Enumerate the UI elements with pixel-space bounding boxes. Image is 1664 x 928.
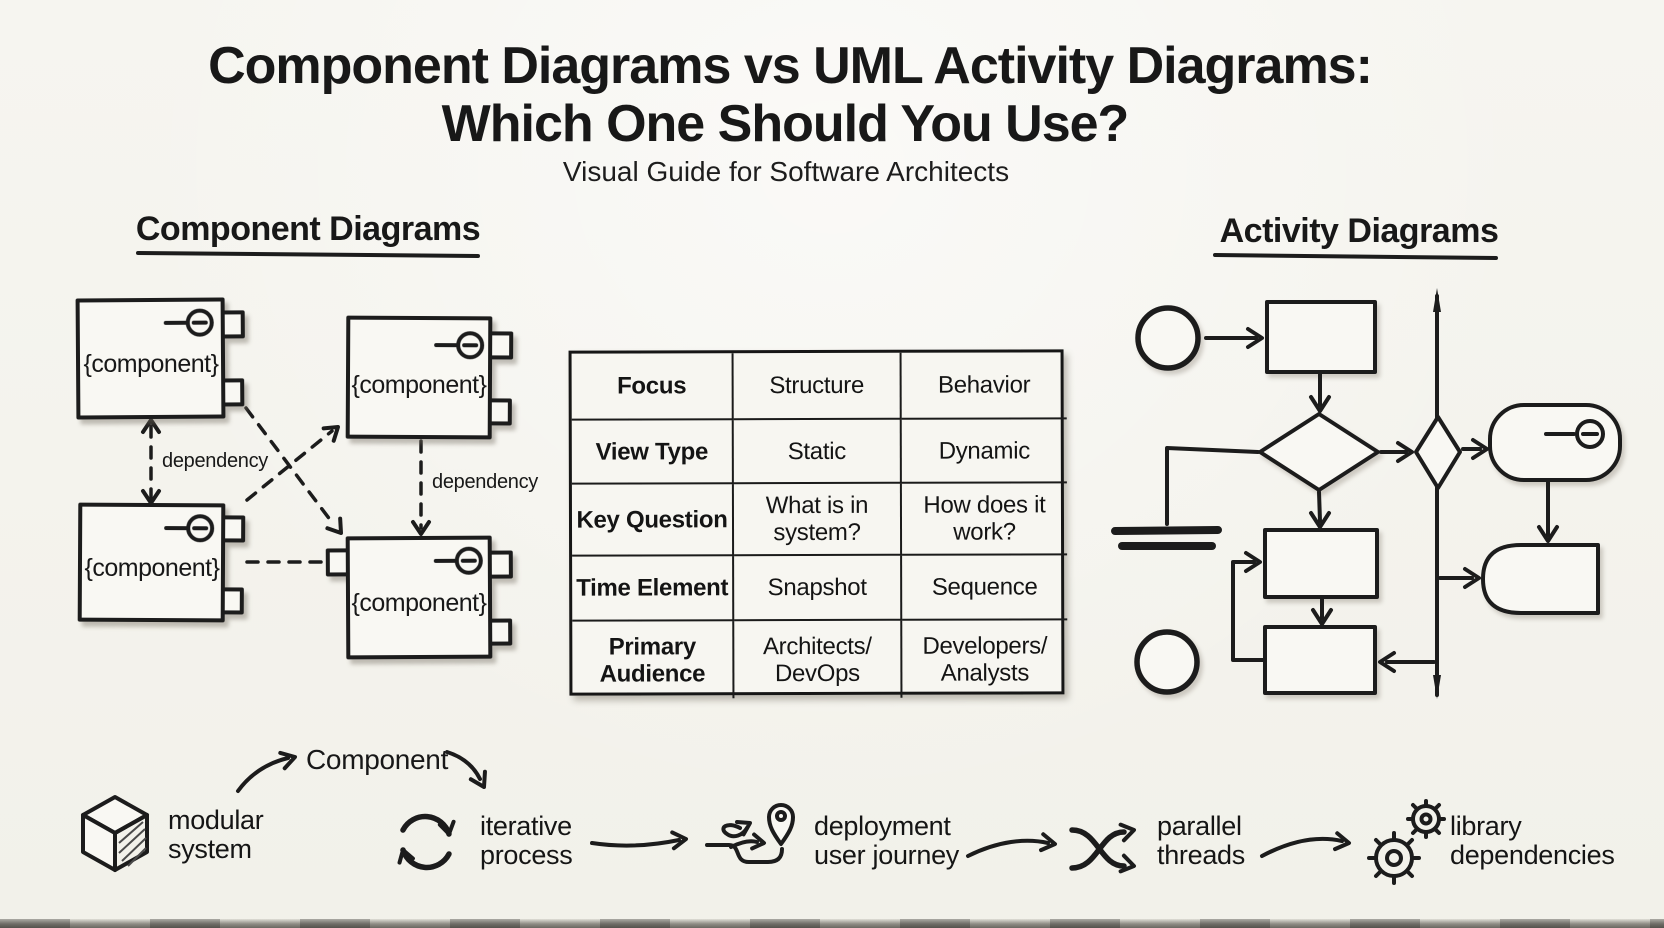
flow-arrow bbox=[1309, 490, 1331, 529]
table-row-label: Primary Audience bbox=[572, 621, 735, 699]
port-tab bbox=[325, 548, 350, 577]
action-node-1 bbox=[1265, 300, 1377, 374]
page-title-line1: Component Diagrams vs UML Activity Diagr… bbox=[208, 37, 1373, 95]
legend-label-modular-system: modular system bbox=[168, 805, 264, 864]
activity-diagram bbox=[1111, 288, 1622, 699]
end-node-icon bbox=[1134, 629, 1200, 695]
map-pin-icon bbox=[767, 803, 795, 846]
journey-icon bbox=[705, 803, 795, 864]
provided-interface-icon bbox=[163, 308, 214, 337]
action-node-2 bbox=[1263, 528, 1379, 599]
action-node-3 bbox=[1263, 625, 1377, 695]
swimlane-fork-line bbox=[1433, 288, 1441, 699]
table-cell: What is in system? bbox=[733, 483, 903, 557]
flow-arrow bbox=[1378, 651, 1436, 673]
page-title-line2: Which One Should You Use? bbox=[441, 95, 1130, 153]
left-section-heading: Component Diagrams bbox=[135, 210, 481, 248]
dependency-label: dependency bbox=[162, 450, 268, 472]
dependency-arrow-vertical-left bbox=[141, 418, 161, 505]
component-box-2 bbox=[345, 315, 514, 440]
rounded-action-node bbox=[1488, 403, 1622, 482]
port-tab bbox=[488, 618, 513, 646]
flow-arrow bbox=[1537, 480, 1559, 543]
table-cell: How does it work? bbox=[901, 483, 1068, 556]
port-tab bbox=[487, 398, 512, 426]
curved-arrow-down bbox=[445, 750, 487, 789]
shuffle-icon bbox=[1069, 822, 1136, 874]
comparison-table: Focus Structure Behavior View Type Stati… bbox=[568, 349, 1068, 699]
port-tab bbox=[488, 331, 514, 360]
flow-arrow bbox=[1379, 441, 1414, 463]
provided-interface-icon bbox=[434, 331, 485, 360]
legend-label-deployment-user-journey: deployment user journey bbox=[814, 811, 959, 870]
component-box-label: {component} bbox=[83, 350, 219, 378]
flow-arrow bbox=[1311, 597, 1333, 626]
provided-interface-icon bbox=[1544, 419, 1605, 449]
flow-arrow bbox=[1309, 372, 1331, 413]
component-box-label: {component} bbox=[351, 589, 487, 617]
paper-bottom-edge bbox=[0, 919, 1664, 928]
table-cell: Developers/ Analysts bbox=[922, 631, 1048, 687]
start-node-icon bbox=[1135, 305, 1201, 371]
dependency-label: dependency bbox=[432, 471, 538, 493]
branch-to-join bbox=[1111, 446, 1260, 550]
port-tab bbox=[220, 310, 245, 339]
dependency-arrow-diagonal-up bbox=[245, 425, 340, 502]
component-box-label: {component} bbox=[84, 554, 220, 582]
port-tab bbox=[221, 515, 246, 543]
port-tab bbox=[220, 587, 244, 615]
legend-row bbox=[81, 750, 1446, 885]
legend-label-parallel-threads: parallel threads bbox=[1157, 811, 1245, 870]
table-cell: Sequence bbox=[902, 555, 1068, 621]
decision-node-icon bbox=[1258, 412, 1380, 492]
table-cell: Snapshot bbox=[734, 555, 903, 622]
component-box-3 bbox=[77, 502, 246, 623]
dependency-arrow-vertical-right bbox=[411, 439, 431, 536]
flow-arrow bbox=[1204, 327, 1264, 349]
table-cell: Behavior bbox=[901, 352, 1067, 420]
table-row-label: Focus bbox=[571, 353, 734, 421]
table-cell: Architects/ DevOps bbox=[734, 620, 903, 699]
table-row-label: View Type bbox=[571, 420, 734, 485]
port-tab bbox=[221, 378, 245, 407]
table-cell: Dynamic bbox=[901, 419, 1067, 484]
component-box-4 bbox=[325, 535, 513, 660]
rounded-left-node bbox=[1481, 543, 1600, 615]
gear-large bbox=[1367, 831, 1421, 885]
curved-arrow-right-2 bbox=[1260, 831, 1351, 858]
loop-back-arrow bbox=[1231, 551, 1265, 662]
curved-arrow-up bbox=[236, 750, 297, 793]
flow-arrow bbox=[1438, 567, 1481, 589]
left-heading-underline bbox=[136, 251, 480, 258]
table-row-label: Key Question bbox=[571, 484, 735, 557]
cycle-icon bbox=[397, 813, 456, 871]
table-cell: Static bbox=[733, 419, 902, 485]
provided-interface-icon bbox=[164, 514, 215, 543]
page-subtitle: Visual Guide for Software Architects bbox=[562, 156, 1010, 187]
dependency-arrow-diagonal-down bbox=[244, 406, 343, 535]
flow-arrow bbox=[1461, 438, 1489, 460]
component-diagram bbox=[75, 297, 514, 660]
gears-icon bbox=[1367, 799, 1446, 885]
table-cell: Structure bbox=[733, 352, 902, 421]
curved-arrow-right-1 bbox=[966, 832, 1057, 858]
port-tab bbox=[487, 550, 513, 579]
straight-arrow bbox=[590, 830, 688, 851]
legend-label-iterative-process: iterative process bbox=[480, 811, 573, 870]
provided-interface-icon bbox=[433, 546, 483, 575]
right-heading-underline bbox=[1213, 253, 1498, 260]
right-section-heading: Activity Diagrams bbox=[1219, 212, 1499, 250]
gear-small bbox=[1406, 799, 1446, 839]
component-box-1 bbox=[75, 297, 245, 420]
merge-node-icon bbox=[1414, 415, 1462, 490]
component-box-label: {component} bbox=[351, 371, 487, 399]
component-annotation: Component bbox=[306, 744, 449, 775]
legend-label-library-dependencies: library dependencies bbox=[1450, 811, 1615, 870]
table-row-label: Time Element bbox=[572, 556, 735, 622]
cube-icon bbox=[81, 795, 149, 872]
